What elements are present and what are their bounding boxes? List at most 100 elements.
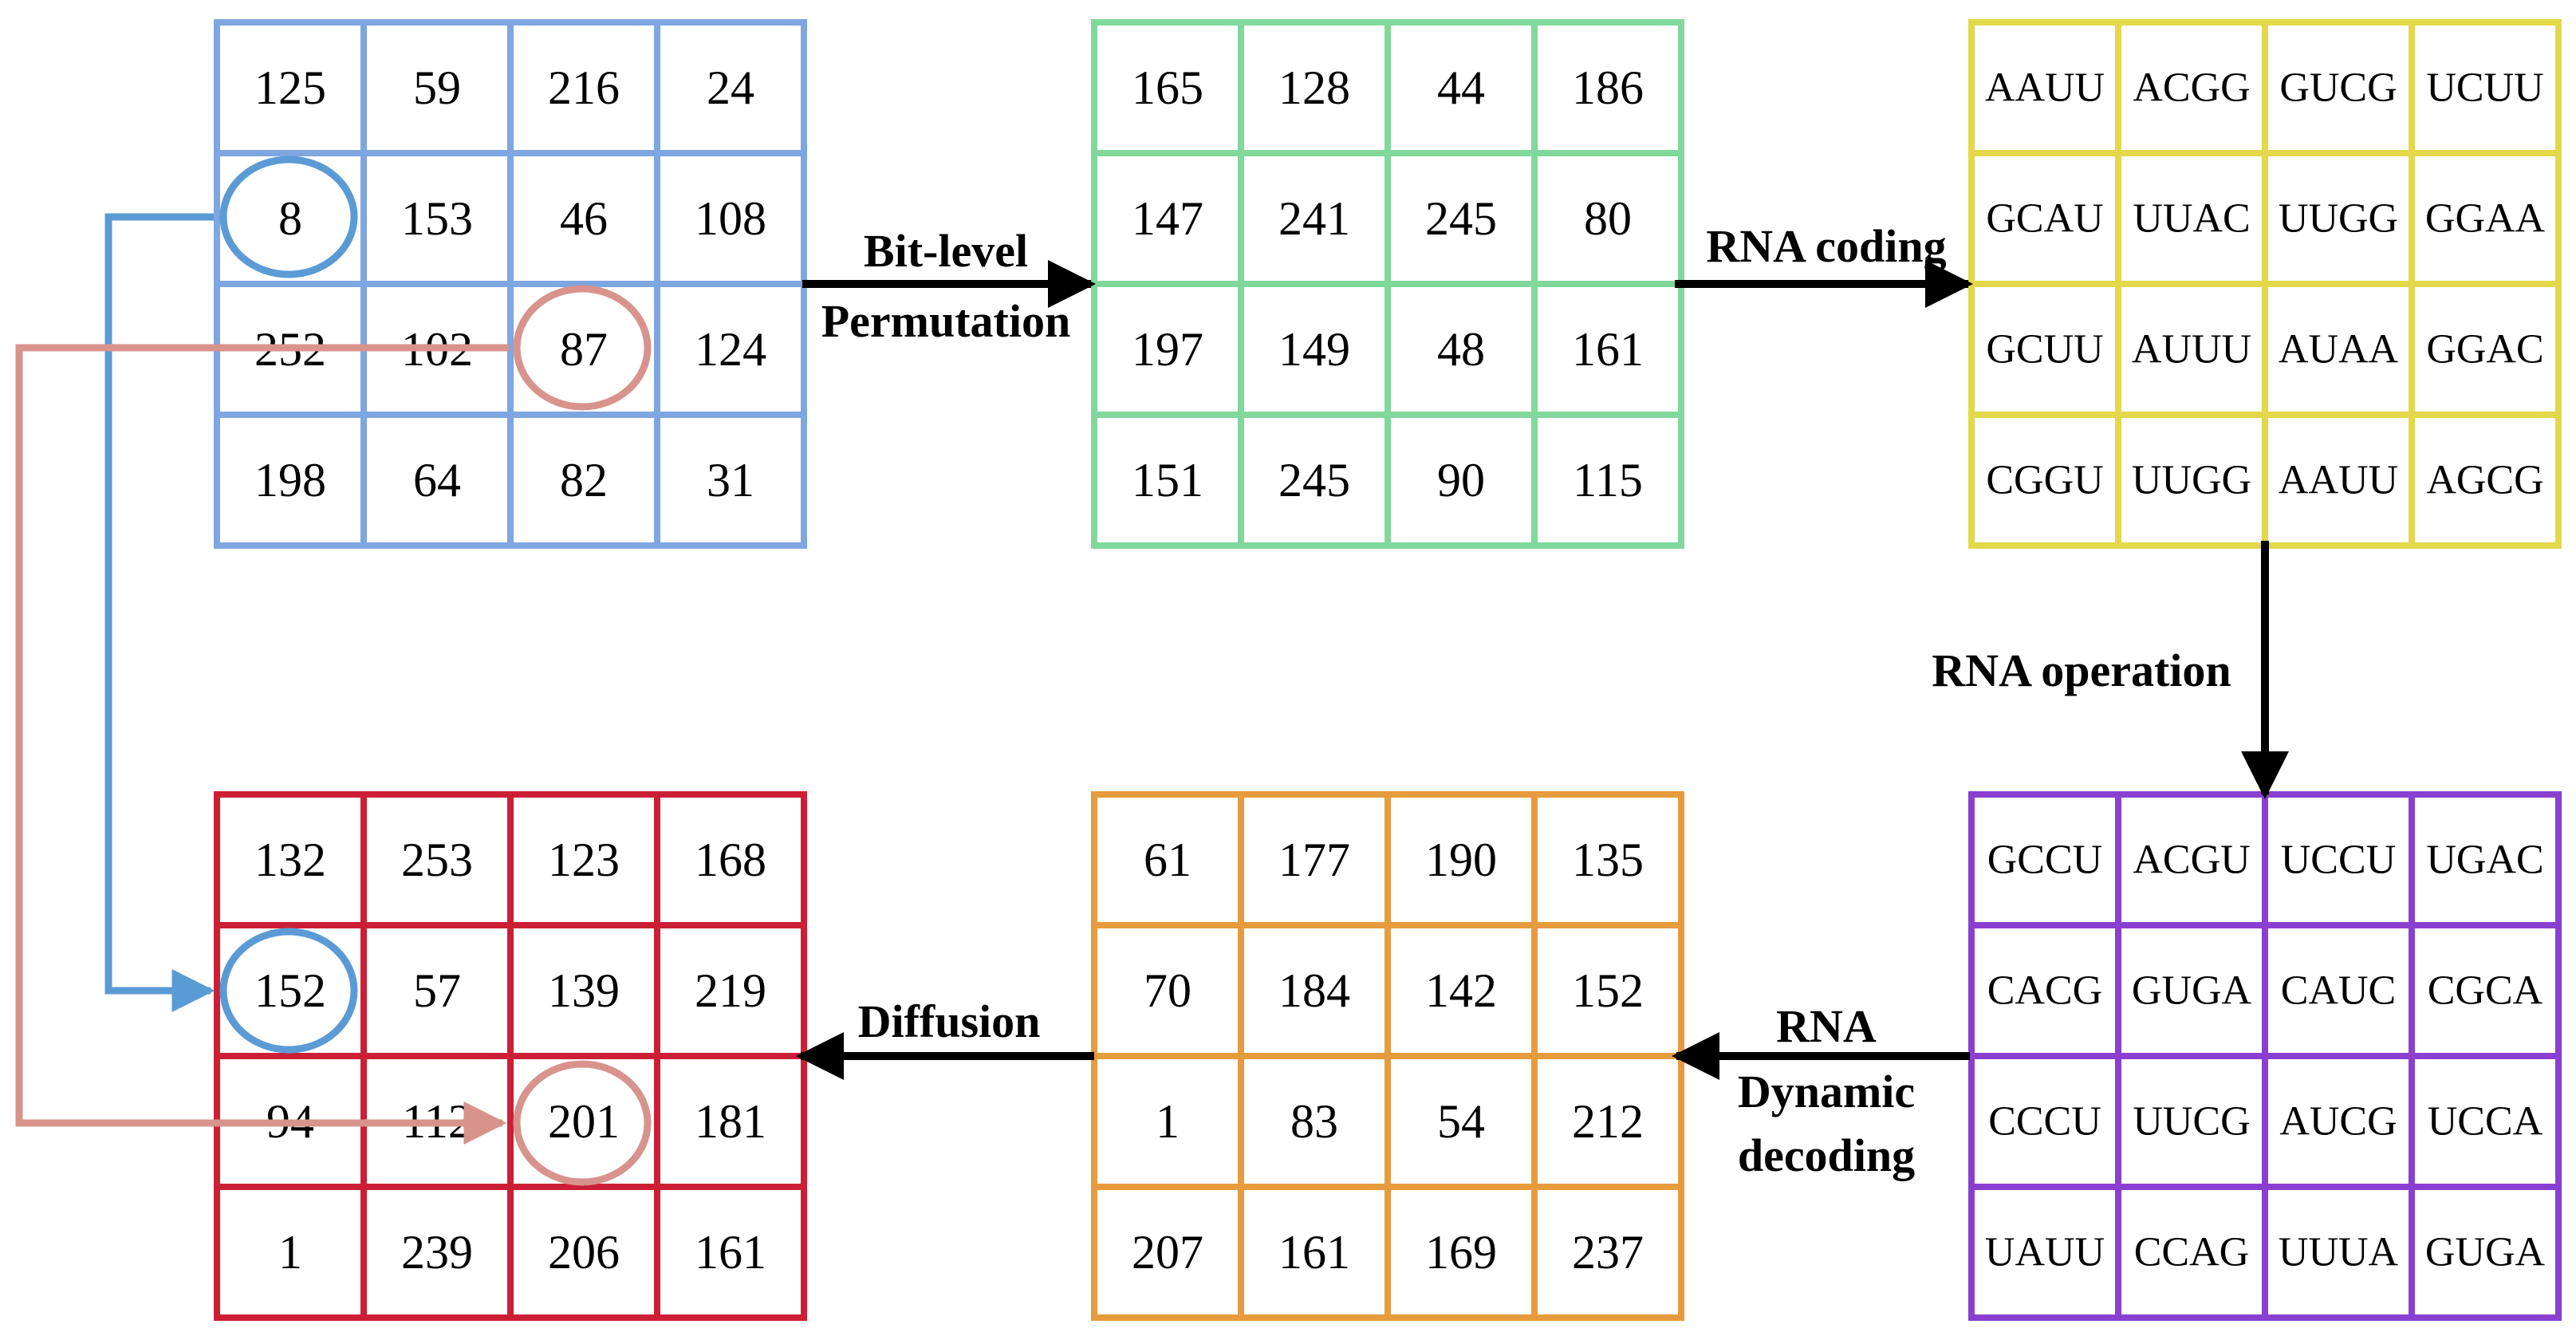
matrix-cell-value: 245 [1278, 454, 1350, 506]
matrix-cell-value: 54 [1437, 1095, 1485, 1148]
matrix-cell-value: 190 [1425, 834, 1497, 886]
step-labels: Bit-level Permutation RNA coding RNA ope… [821, 220, 2231, 1181]
matrix-cell-value: 1 [278, 1226, 302, 1279]
matrix-cell-value: 87 [560, 323, 608, 376]
matrix-cell-value: CGCA [2428, 968, 2543, 1014]
matrix-cell-value: 139 [548, 964, 620, 1017]
matrix-cell-value: 181 [695, 1095, 766, 1148]
matrix-cell-value: 1 [1156, 1095, 1180, 1148]
matrix-cell-value: 142 [1425, 964, 1497, 1017]
matrix-cell-value: 198 [254, 454, 326, 506]
matrix-cell-value: 59 [413, 61, 461, 114]
matrix-cell-value: GCAU [1986, 196, 2103, 242]
matrix-cell-value: 186 [1572, 61, 1644, 114]
label-rna-coding: RNA coding [1706, 220, 1946, 272]
matrix-cell-value: CAUC [2281, 968, 2396, 1014]
label-rna: RNA [1776, 1000, 1877, 1052]
label-permutation: Permutation [821, 295, 1071, 347]
matrix-cell-value: 46 [560, 192, 608, 245]
matrix-cell-value: 149 [1278, 323, 1350, 376]
matrix-cell-value: 115 [1573, 454, 1643, 506]
matrix-cell-value: CACG [1987, 968, 2102, 1014]
matrix-cell-value: GGAC [2426, 327, 2543, 372]
matrix-cell-value: AAUU [1985, 65, 2105, 111]
matrix-cell-value: GCUU [1986, 327, 2103, 372]
matrix-cell-value: GCCU [1987, 837, 2102, 883]
trace-connectors [15, 213, 509, 1145]
label-rna-operation: RNA operation [1932, 644, 2231, 696]
blue-trace-line [104, 213, 215, 1012]
matrix-cell-value: UUAC [2133, 196, 2250, 242]
matrix-cell-value: UCCU [2281, 837, 2396, 883]
matrix-cell-value: 184 [1278, 964, 1350, 1017]
matrix-cell-value: UUCG [2133, 1099, 2250, 1145]
matrix-cell-value: 125 [254, 61, 326, 114]
matrix-cell-value: UCCA [2428, 1099, 2543, 1145]
matrix-cell-value: UGAC [2426, 837, 2543, 883]
label-decoding: decoding [1738, 1129, 1915, 1181]
label-dynamic: Dynamic [1738, 1066, 1915, 1117]
matrix-cell-value: 161 [1278, 1226, 1350, 1279]
matrix-cell-value: 124 [695, 323, 766, 376]
matrix-cell-value: 70 [1144, 964, 1191, 1017]
matrix-cell-value: 31 [707, 454, 754, 506]
plain-highlight-pink [513, 285, 652, 411]
matrix-cell-value: UUUA [2279, 1230, 2399, 1275]
matrix-cell [1531, 1184, 1684, 1321]
matrix-cell [2409, 1184, 2562, 1321]
matrix-cell-value: UUGG [2279, 196, 2398, 242]
matrix-cell-value: 80 [1584, 192, 1632, 245]
matrix-cell-value: UUGG [2132, 458, 2251, 503]
matrix-cell-value: 90 [1437, 454, 1485, 506]
matrix-cell-value: 206 [548, 1226, 620, 1279]
matrix-cell-value: 169 [1425, 1226, 1497, 1279]
matrix-cell [2409, 412, 2562, 549]
matrix-cell-value: 8 [278, 192, 302, 245]
matrix-cell-value: 44 [1437, 61, 1485, 114]
matrix-cell-value: 197 [1132, 323, 1203, 376]
matrix-cell-value: 132 [254, 834, 326, 886]
cipher-highlight-pink [513, 1060, 652, 1186]
label-diffusion: Diffusion [858, 995, 1041, 1047]
matrix-cell-value: 128 [1278, 61, 1350, 114]
matrix-cell-value: 151 [1132, 454, 1203, 506]
matrix-cell-value: 135 [1572, 834, 1644, 886]
matrix-cell-value: 24 [707, 61, 754, 114]
matrix-cell-value: AUCG [2279, 1099, 2397, 1145]
matrix-cell-value: 48 [1437, 323, 1485, 376]
highlight-circles [219, 156, 652, 1186]
matrix-cell-value: 147 [1132, 192, 1203, 245]
matrix-cell-value: 212 [1572, 1095, 1644, 1148]
cipher-highlight-blue [219, 928, 358, 1054]
matrix-cell-value: 152 [1572, 964, 1644, 1017]
matrix-cell-value: AGCG [2426, 458, 2543, 503]
matrix-cell-value: AAUU [2279, 458, 2398, 503]
matrix-cell-value: GUGA [2425, 1230, 2546, 1275]
matrix-cell-value: 239 [401, 1226, 473, 1279]
matrix-cell [1531, 412, 1684, 549]
plain-highlight-blue [219, 156, 358, 278]
matrix-cell [654, 412, 807, 549]
matrix-cell-value: CGGU [1986, 458, 2103, 503]
matrix-cell-value: 108 [695, 192, 766, 245]
label-bit-level: Bit-level [864, 225, 1028, 277]
matrix-cell-value: 153 [401, 192, 473, 245]
matrix-cell-value: UAUU [1985, 1230, 2105, 1275]
matrix-cell-value: AUUU [2132, 327, 2251, 372]
matrix-cell-value: CCCU [1988, 1099, 2101, 1145]
matrix-cell-value: UCUU [2426, 65, 2543, 111]
matrix-cell-value: 123 [548, 834, 620, 886]
matrix-cell-value: 216 [548, 61, 620, 114]
matrix-cell-value: 245 [1425, 192, 1497, 245]
matrix-cell-value: 219 [695, 964, 766, 1017]
matrix-cell-value: 152 [254, 964, 326, 1017]
matrix-cell-value: 168 [695, 834, 766, 886]
matrix-cell-value: 83 [1290, 1095, 1338, 1148]
